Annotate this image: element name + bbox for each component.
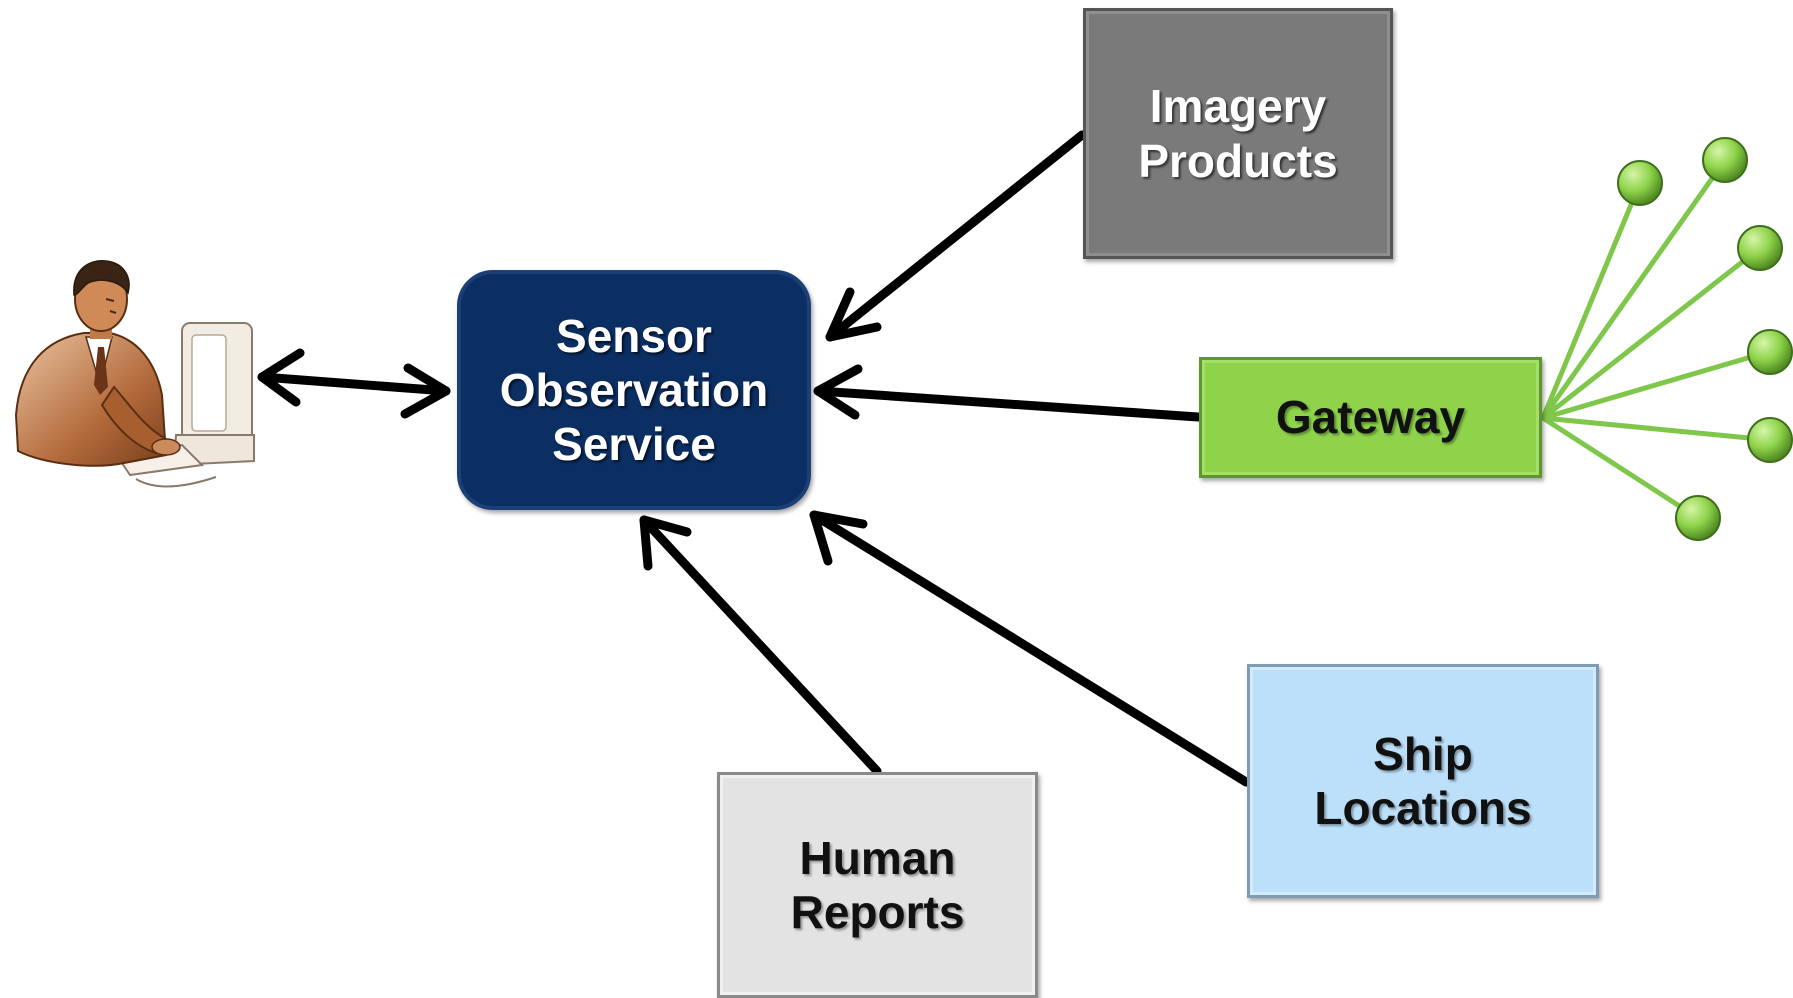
imagery-products-label: Imagery Products xyxy=(1138,80,1338,187)
sensor-observation-service-label: Sensor Observation Service xyxy=(499,309,769,471)
sensor-node-icon xyxy=(1617,160,1663,206)
imagery-products-box: Imagery Products xyxy=(1083,8,1393,259)
gateway-box: Gateway xyxy=(1199,357,1542,478)
human-reports-box: Human Reports xyxy=(717,772,1038,998)
sensor-link xyxy=(1540,180,1643,421)
gateway-to-sos-arrow xyxy=(813,364,1203,422)
human-reports-label: Human Reports xyxy=(790,831,965,938)
sensor-links xyxy=(1540,157,1773,521)
person-at-computer-icon xyxy=(14,260,255,488)
sensor-link xyxy=(1540,415,1773,443)
ship-to-sos-arrow xyxy=(809,510,1251,787)
sensor-link xyxy=(1540,245,1763,421)
sensor-link xyxy=(1540,349,1771,421)
gateway-label: Gateway xyxy=(1275,391,1466,444)
sensor-node-icon xyxy=(1675,495,1721,541)
ship-locations-label: Ship Locations xyxy=(1314,727,1532,834)
ship-locations-box: Ship Locations xyxy=(1247,664,1599,898)
human-to-sos-arrow xyxy=(639,515,882,776)
sensor-node-icon xyxy=(1737,225,1783,271)
user-sos-arrow xyxy=(257,348,451,419)
sensor-link xyxy=(1540,157,1728,421)
sensor-node-icon xyxy=(1747,329,1793,375)
sensor-node-icon xyxy=(1747,417,1793,463)
imagery-to-sos-arrow xyxy=(825,130,1087,342)
sensor-observation-service-box: Sensor Observation Service xyxy=(457,270,811,510)
sensor-node-icon xyxy=(1702,137,1748,183)
sensor-link xyxy=(1540,415,1701,521)
